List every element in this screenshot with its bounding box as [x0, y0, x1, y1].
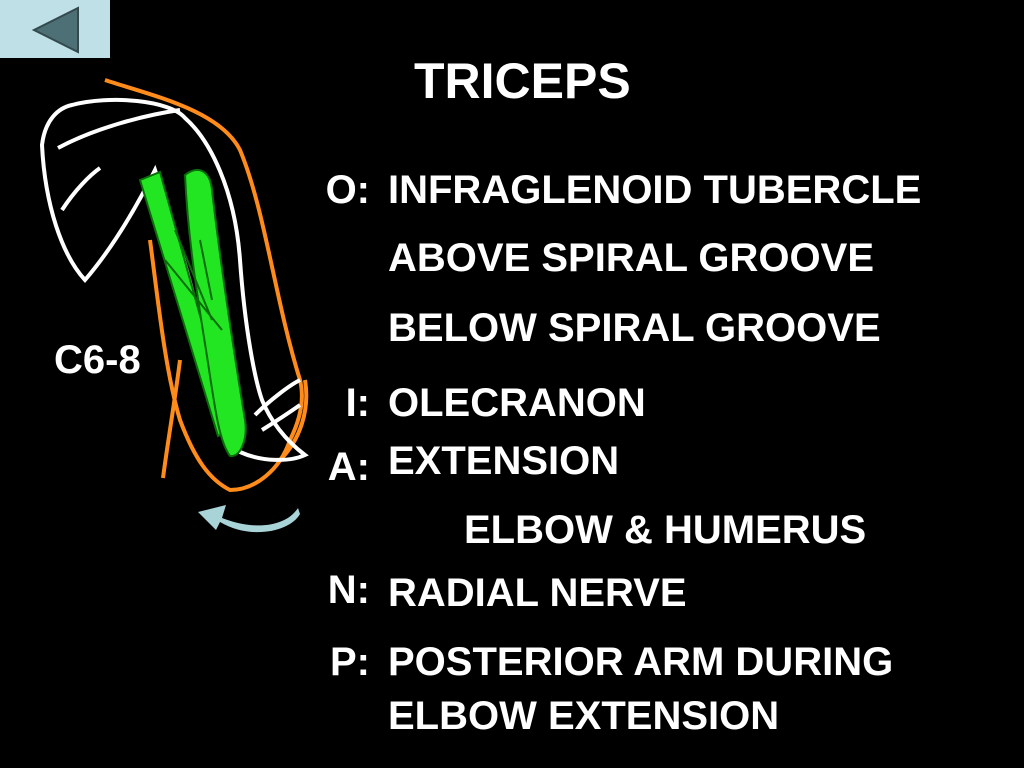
- skin-outline-front: [104, 78, 304, 493]
- triceps-fiber-lines: [164, 229, 223, 331]
- origin-line-3: BELOW SPIRAL GROOVE: [388, 306, 881, 350]
- skin-outline-back: [161, 359, 182, 479]
- skin-outline-forearm: [278, 379, 309, 462]
- insertion-label: I:: [345, 381, 370, 425]
- nerve-text: RADIAL NERVE: [388, 571, 687, 615]
- scapula-spine: [57, 108, 181, 150]
- page-title: TRICEPS: [414, 53, 631, 109]
- palpation-label: P:: [330, 640, 370, 684]
- palpation-line-1: POSTERIOR ARM DURING: [388, 640, 894, 684]
- action-label: A:: [327, 445, 370, 489]
- action-line-1: EXTENSION: [388, 439, 620, 483]
- triangle-left-icon: [31, 6, 79, 54]
- back-button[interactable]: [0, 0, 110, 58]
- elbow-joint: [253, 378, 302, 432]
- palpation-line-2: ELBOW EXTENSION: [388, 694, 780, 738]
- origin-line-1: INFRAGLENOID TUBERCLE: [388, 168, 922, 212]
- action-line-2: ELBOW & HUMERUS: [464, 508, 867, 552]
- nerve-label: N:: [327, 568, 370, 612]
- scapula-border: [60, 166, 102, 212]
- insertion-text: OLECRANON: [388, 381, 646, 425]
- nerve-root-label: C6-8: [54, 338, 141, 382]
- origin-label: O:: [325, 168, 370, 212]
- origin-line-2: ABOVE SPIRAL GROOVE: [388, 236, 875, 280]
- extension-arrow: [198, 505, 300, 533]
- arm-diagram: [39, 78, 309, 533]
